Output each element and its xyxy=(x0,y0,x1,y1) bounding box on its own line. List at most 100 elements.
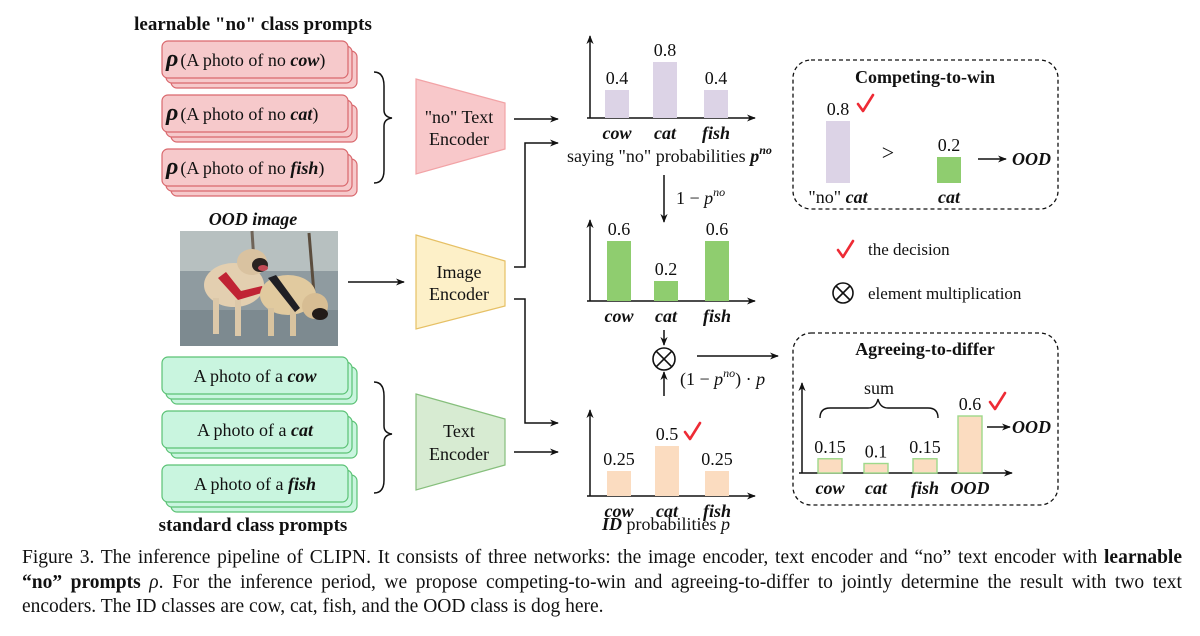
competing-panel-border xyxy=(792,59,1059,210)
category-label: cow xyxy=(816,478,846,498)
check-icon xyxy=(856,93,875,113)
category-label: cat xyxy=(656,501,679,521)
check-icon xyxy=(836,239,855,259)
prompt-text: A photo of a fish xyxy=(194,474,316,494)
prompt-card-front xyxy=(161,148,349,187)
prompt-card-front xyxy=(161,464,349,503)
value-label: 0.25 xyxy=(701,449,733,469)
prompt-card-front xyxy=(161,40,349,79)
flow-arrows xyxy=(348,115,779,456)
standard-prompt-cat: A photo of a cat xyxy=(161,410,358,459)
no-text-encoder: "no" Text Encoder xyxy=(415,78,506,175)
sum-label: sum xyxy=(864,378,894,398)
text-encoder-line2: Encoder xyxy=(429,444,489,464)
agreeing-result-ood: OOD xyxy=(1012,417,1051,437)
bar-cat xyxy=(653,62,677,118)
value-label: 0.8 xyxy=(827,99,850,119)
no-text-encoder-line2: Encoder xyxy=(429,129,489,149)
competing-result-ood: OOD xyxy=(1012,149,1051,169)
category-label: "no" cat xyxy=(808,187,868,207)
bar-cat xyxy=(654,281,678,301)
bar-cat xyxy=(863,462,889,474)
standard-prompt-cow: A photo of a cow xyxy=(161,356,358,405)
pipeline-figure: learnable "no" class prompts ρ(A photo o… xyxy=(134,14,1059,536)
standard-prompt-fish: A photo of a fish xyxy=(161,464,358,513)
category-label: cat xyxy=(654,123,677,143)
agreeing-panel-border xyxy=(792,332,1059,506)
bar-ood xyxy=(957,415,983,474)
image-encoder-line2: Encoder xyxy=(429,284,489,304)
bar-no-cat xyxy=(826,121,850,183)
competing-title: Competing-to-win xyxy=(855,67,995,87)
multiply-icon xyxy=(652,347,676,371)
value-label: 0.2 xyxy=(938,135,961,155)
category-label: fish xyxy=(911,478,939,498)
no-prompt-stack: ρ(A photo of no cow) ρ(A photo of no cat)… xyxy=(161,40,358,197)
no-prompt-fish: ρ(A photo of no fish) xyxy=(161,148,358,197)
bar-cat xyxy=(937,157,961,183)
no-prompts-brace xyxy=(373,71,393,184)
prompt-text: ρ(A photo of no fish) xyxy=(165,154,324,180)
arrow-image-to-no-chart xyxy=(514,139,559,268)
sum-brace xyxy=(819,398,939,419)
caption-rest: . For the inference period, we propose c… xyxy=(22,571,1182,618)
image-encoder-line1: Image xyxy=(437,262,482,282)
category-label: fish xyxy=(703,501,731,521)
category-label: cat xyxy=(865,478,888,498)
category-label: cat xyxy=(938,187,961,207)
bar-fish xyxy=(704,90,728,118)
category-label: cat xyxy=(655,306,678,326)
no-text-encoder-line1: "no" Text xyxy=(425,107,494,127)
prompt-text: ρ(A photo of no cow) xyxy=(165,46,325,72)
legend: the decision element multiplication xyxy=(832,239,1022,304)
value-label: 0.15 xyxy=(814,437,846,457)
text-encoder: Text Encoder xyxy=(415,393,506,491)
value-label: 0.5 xyxy=(656,424,679,444)
legend-decision-label: the decision xyxy=(868,240,950,259)
bar-cow xyxy=(607,471,631,496)
check-icon xyxy=(683,421,702,441)
no-prompt-cow: ρ(A photo of no cow) xyxy=(161,40,358,89)
prompt-text: ρ(A photo of no cat) xyxy=(165,100,318,126)
ood-image xyxy=(180,230,338,346)
image-encoder: Image Encoder xyxy=(415,234,506,330)
legend-multiplication-label: element multiplication xyxy=(868,284,1022,303)
standard-prompts-title: standard class prompts xyxy=(159,515,348,536)
bar-cow xyxy=(607,241,631,301)
multiply-legend-icon xyxy=(832,282,854,304)
standard-prompt-stack: A photo of a cow A photo of a cat A photo … xyxy=(161,356,358,513)
no-probability-caption: saying "no" probabilities pno xyxy=(567,143,772,166)
bar-fish xyxy=(705,241,729,301)
bar-cat xyxy=(655,446,679,496)
category-label: fish xyxy=(703,306,731,326)
value-label: 0.6 xyxy=(608,219,631,239)
competing-chart: 0.8 "no" cat 0.2 cat xyxy=(808,93,961,207)
check-icon xyxy=(988,391,1007,411)
one-minus-pno-label: 1 − pno xyxy=(676,185,725,208)
category-label: cow xyxy=(603,123,633,143)
no-prompt-cat: ρ(A photo of no cat) xyxy=(161,94,358,143)
text-encoder-line1: Text xyxy=(443,421,475,441)
id-probability-caption: ID probabilities p xyxy=(601,514,730,534)
value-label: 0.4 xyxy=(705,68,728,88)
arrow-image-to-id-chart xyxy=(514,298,559,427)
category-label: fish xyxy=(702,123,730,143)
value-label: 0.2 xyxy=(655,259,678,279)
bar-fish xyxy=(912,458,938,474)
caption-rho: ρ xyxy=(140,571,159,593)
agreeing-title: Agreeing-to-differ xyxy=(855,339,995,359)
greater-than-sign: > xyxy=(882,140,894,165)
value-label: 0.6 xyxy=(959,394,982,414)
prompt-card-front xyxy=(161,410,349,449)
value-label: 0.1 xyxy=(865,442,888,462)
prompt-text: A photo of a cow xyxy=(194,366,318,386)
value-label: 0.4 xyxy=(606,68,629,88)
bar-fish xyxy=(705,471,729,496)
standard-prompts-brace xyxy=(373,381,393,494)
value-label: 0.25 xyxy=(603,449,635,469)
category-label: OOD xyxy=(951,478,990,498)
